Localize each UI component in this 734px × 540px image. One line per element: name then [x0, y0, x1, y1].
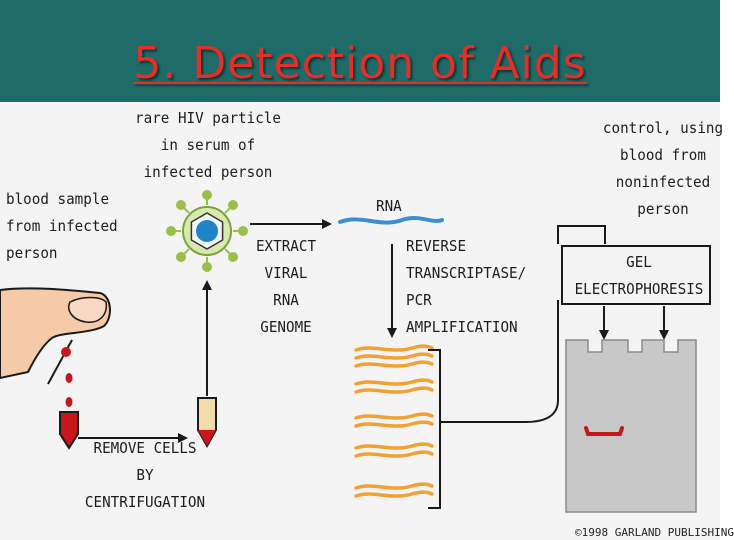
title-bar — [0, 0, 720, 102]
blood-tube — [59, 411, 79, 450]
gel-slab — [565, 339, 697, 513]
serum-tube — [197, 397, 217, 449]
label-blood-sample: blood sample from infected person — [6, 190, 118, 262]
gel-electrophoresis-box — [561, 245, 711, 305]
label-rna: RNA — [376, 197, 402, 215]
slide-title: 5. Detection of Aids — [133, 38, 587, 89]
label-reverse-transcriptase-pcr: REVERSE TRANSCRIPTASE/ PCR AMPLIFICATION — [406, 237, 527, 336]
label-hiv-particle: rare HIV particle in serum of infected p… — [135, 109, 281, 181]
dna-bracket — [428, 349, 441, 509]
amplified-dna — [354, 344, 434, 498]
label-remove-cells: REMOVE CELLS BY CENTRIFUGATION — [84, 439, 206, 511]
copyright-notice: ©1998 GARLAND PUBLISHING — [575, 526, 734, 539]
label-gel-electrophoresis: GEL ELECTROPHORESIS — [574, 253, 704, 298]
label-control: control, using blood from noninfected pe… — [602, 119, 724, 218]
label-extract-viral-rna: EXTRACT VIRAL RNA GENOME — [255, 237, 317, 336]
blood-drops — [65, 373, 73, 407]
hiv-particle — [166, 190, 248, 272]
rna-strand — [338, 216, 444, 225]
finger-illustration — [0, 287, 111, 385]
process-arrows — [78, 219, 669, 443]
